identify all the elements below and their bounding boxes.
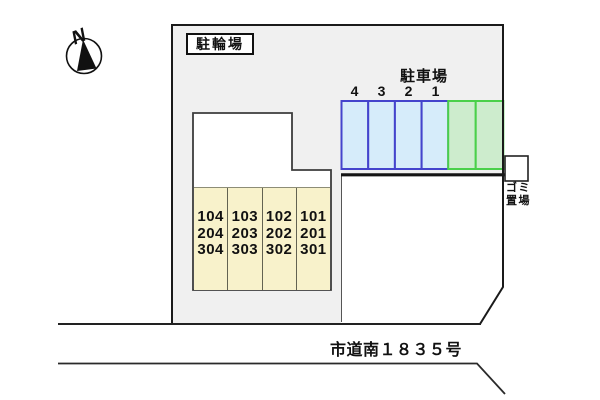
unit-column-101: 101 201 301	[297, 188, 330, 290]
garbage-label-line2: 置場	[506, 195, 531, 207]
site-boundary	[171, 24, 504, 325]
unit-number: 104	[197, 208, 224, 225]
road-name-label: 市道南１８３５号	[330, 342, 463, 359]
garbage-box	[504, 155, 529, 182]
unit-number: 301	[300, 241, 327, 258]
driveway-area	[341, 175, 503, 323]
garbage-area-label: ゴミ 置場	[506, 182, 531, 208]
unit-number: 101	[300, 208, 327, 225]
parking-space-2	[393, 100, 423, 170]
green-space-b	[474, 100, 505, 170]
space-number-3: 3	[377, 83, 386, 99]
green-space-a	[447, 100, 477, 170]
compass-needle-tail	[75, 30, 84, 40]
building-units-grid: 104 204 304 103 203 303 102 202 302 101 …	[194, 187, 330, 290]
unit-number: 304	[197, 241, 224, 258]
unit-column-103: 103 203 303	[228, 188, 263, 290]
parking-space-numbers: 4 3 2 1	[341, 83, 449, 99]
compass-needle-icon	[77, 39, 97, 71]
unit-number: 203	[231, 224, 259, 242]
unit-number: 303	[231, 241, 259, 258]
unit-column-104: 104 204 304	[194, 188, 229, 290]
unit-number: 204	[197, 224, 224, 242]
parking-space-1	[420, 100, 450, 170]
unit-column-102: 102 202 302	[263, 188, 297, 290]
unit-number: 302	[265, 241, 293, 258]
space-number-2: 2	[404, 83, 413, 99]
bicycle-parking-label-text: 駐輪場	[196, 36, 244, 52]
parking-space-3	[367, 100, 396, 170]
unit-number: 103	[231, 208, 259, 225]
parking-space-4	[340, 100, 370, 170]
compass: N	[65, 24, 103, 75]
space-number-1: 1	[431, 83, 440, 99]
car-parking-label: 駐車場	[399, 68, 448, 85]
space-number-4: 4	[350, 83, 359, 99]
unit-number: 201	[300, 224, 327, 242]
unit-number: 102	[265, 208, 293, 225]
unit-number: 202	[265, 224, 293, 242]
bicycle-parking-label: 駐輪場	[186, 33, 254, 55]
road-lower-line	[58, 362, 506, 395]
garbage-label-line1: ゴミ	[506, 182, 531, 194]
